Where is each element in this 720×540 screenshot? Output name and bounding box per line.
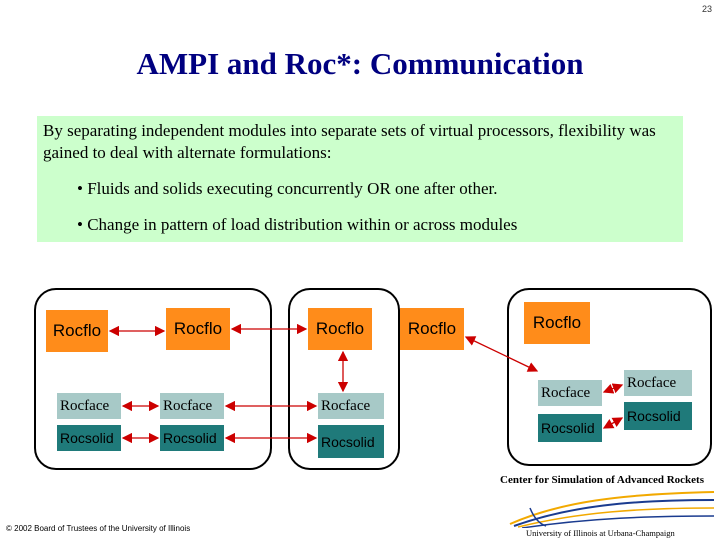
text-box: By separating independent modules into s… <box>37 116 683 242</box>
logo-center-text: Center for Simulation of Advanced Rocket… <box>500 474 705 486</box>
rocface-box-g3-right: Rocface <box>624 370 692 396</box>
rocsolid-box-g1-left: Rocsolid <box>57 425 121 451</box>
intro-text: By separating independent modules into s… <box>43 121 656 162</box>
rocsolid-box-g3-left: Rocsolid <box>538 414 602 442</box>
bullet-1: • Fluids and solids executing concurrent… <box>77 179 498 198</box>
rocflo-box-g2: Rocflo <box>308 308 372 350</box>
rocsolid-box-g2: Rocsolid <box>318 425 384 458</box>
rocflo-box-g1-right: Rocflo <box>166 308 230 350</box>
rocsolid-box-g3-right: Rocsolid <box>624 402 692 430</box>
rocface-box-g1-left: Rocface <box>57 393 121 419</box>
csar-logo: Center for Simulation of Advanced Rocket… <box>496 474 720 540</box>
rocsolid-box-g1-right: Rocsolid <box>160 425 224 451</box>
rocface-box-g1-right: Rocface <box>160 393 224 419</box>
rocket-trail-graphic <box>509 491 715 528</box>
copyright-text: © 2002 Board of Trustees of the Universi… <box>6 524 191 533</box>
rocflo-box-g1-left: Rocflo <box>46 310 108 352</box>
rocface-box-g2: Rocface <box>318 393 384 419</box>
slide-number: 23 <box>701 4 712 14</box>
slide-title: AMPI and Roc*: Communication <box>136 46 584 81</box>
logo-university-text: University of Illinois at Urbana-Champai… <box>526 528 675 538</box>
rocface-box-g3-left: Rocface <box>538 380 602 406</box>
rocflo-box-standalone: Rocflo <box>400 308 464 350</box>
bullet-2: • Change in pattern of load distribution… <box>77 215 518 234</box>
rocflo-box-g3: Rocflo <box>524 302 590 344</box>
